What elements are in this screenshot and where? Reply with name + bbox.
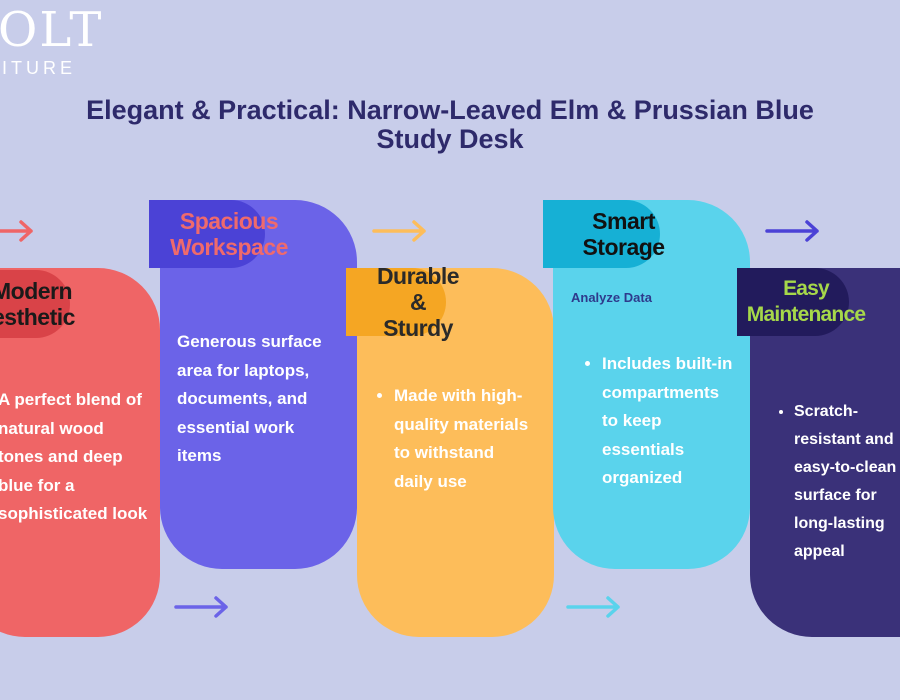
step-heading: Durable &: [376, 263, 460, 315]
step-body: A perfect blend of natural wood tones an…: [0, 390, 148, 523]
logo-mark: OLT: [0, 2, 104, 58]
step-heading: Sturdy: [383, 315, 453, 341]
step-heading: esthetic: [0, 304, 75, 330]
step-body: Includes built-in compartments to keep e…: [578, 350, 738, 493]
arrow-right-icon: [566, 596, 620, 618]
step-heading: Modern: [0, 278, 73, 304]
title-line-1: Elegant & Practical: Narrow-Leaved Elm &…: [86, 95, 814, 125]
step-subheading: Analyze Data: [571, 290, 652, 305]
logo-subtext: ITURE: [2, 58, 76, 78]
bullet-item: Made with high-quality materials to with…: [394, 382, 535, 496]
step-heading: Spacious: [179, 208, 279, 234]
step-heading: Maintenance: [746, 303, 866, 326]
arrow-right-icon: [765, 220, 819, 242]
arrow-right-icon: [0, 220, 33, 242]
bullet-item: Includes built-in compartments to keep e…: [602, 350, 738, 493]
bullet-item: Scratch-resistant and easy-to-clean surf…: [794, 398, 900, 566]
arrow-right-icon: [372, 220, 426, 242]
title-line-2: Study Desk: [376, 124, 524, 154]
step-heading: Workspace: [170, 234, 288, 260]
page-title: Elegant & Practical: Narrow-Leaved Elm &…: [0, 96, 900, 154]
step-body: Generous surface area for laptops, docum…: [177, 332, 322, 465]
step-body: Scratch-resistant and easy-to-clean surf…: [772, 398, 900, 566]
step-body: Made with high-quality materials to with…: [370, 382, 535, 496]
step-tab-durable-sturdy: Durable &Sturdy: [346, 263, 460, 341]
step-heading: Storage: [582, 234, 665, 260]
arrow-right-icon: [174, 596, 228, 618]
step-heading: Smart: [592, 208, 655, 234]
step-heading: Easy: [783, 277, 830, 300]
